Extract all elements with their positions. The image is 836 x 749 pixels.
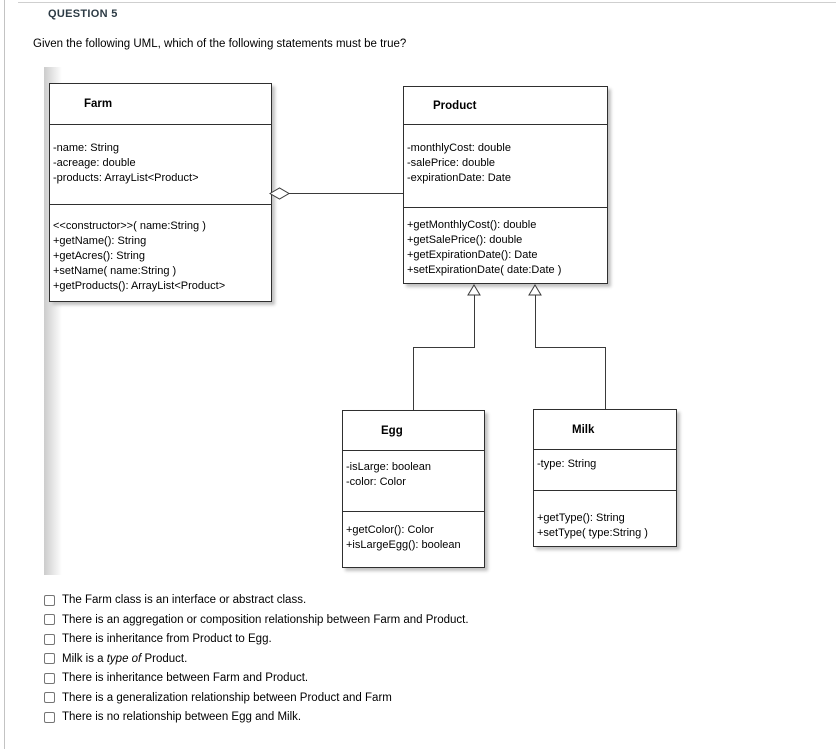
method-line: +getColor(): Color [346, 524, 434, 536]
option-label: There is no relationship between Egg and… [62, 711, 302, 723]
milk-attributes-section: -type: String [534, 449, 676, 490]
option-label-part: Product. [141, 652, 188, 665]
attribute-line: -monthlyCost: double [407, 142, 511, 154]
answer-option-5[interactable]: There is inheritance between Farm and Pr… [44, 672, 469, 684]
aggregation-line-farm-product [288, 193, 403, 194]
answer-option-2[interactable]: There is an aggregation or composition r… [44, 614, 469, 626]
method-line: +isLargeEgg(): boolean [346, 539, 461, 551]
aggregation-diamond-icon [269, 187, 290, 200]
attribute-line: -salePrice: double [407, 157, 496, 169]
option-label-italic: type of [106, 652, 142, 665]
answer-option-7[interactable]: There is no relationship between Egg and… [44, 711, 469, 723]
class-title-product: Product [433, 99, 477, 112]
inheritance-line-milk [535, 295, 536, 347]
answer-option-1[interactable]: The Farm class is an interface or abstra… [44, 594, 469, 606]
method-line: +getMonthlyCost(): double [407, 219, 537, 231]
option-checkbox[interactable] [44, 692, 55, 703]
option-label-part: Milk is a [62, 652, 107, 665]
inheritance-line-egg [413, 347, 414, 410]
method-line: +setExpirationDate( date:Date ) [407, 264, 562, 276]
option-label: There is a generalization relationship b… [62, 691, 392, 704]
method-line: +setName( name:String ) [53, 265, 177, 277]
method-line: +getProducts(): ArrayList<Product> [53, 280, 226, 292]
answer-option-6[interactable]: There is a generalization relationship b… [44, 692, 469, 704]
product-methods-section: +getMonthlyCost(): double +getSalePrice(… [404, 207, 607, 278]
option-label: The Farm class is an interface or abstra… [62, 594, 307, 606]
option-checkbox[interactable] [44, 672, 55, 684]
answer-option-3[interactable]: There is inheritance from Product to Egg… [44, 633, 469, 645]
method-line: +getSalePrice(): double [407, 234, 523, 246]
class-title-farm: Farm [84, 98, 113, 110]
method-line: <<constructor>>( name:String ) [53, 220, 206, 232]
attribute-line: -color: Color [346, 476, 406, 488]
option-checkbox[interactable] [44, 614, 55, 625]
egg-attributes-section: -isLarge: boolean -color: Color [343, 450, 484, 511]
egg-methods-section: +getColor(): Color +isLargeEgg(): boolea… [343, 511, 484, 553]
class-title-milk: Milk [572, 423, 595, 436]
uml-class-milk: Milk -type: String +getType(): String +s… [533, 409, 677, 547]
uml-class-egg: Egg -isLarge: boolean -color: Color +get… [342, 410, 485, 568]
attribute-line: -products: ArrayList<Product> [53, 172, 199, 184]
option-label: There is an aggregation or composition r… [62, 613, 469, 626]
attribute-line: -expirationDate: Date [407, 172, 511, 184]
class-title-egg: Egg [381, 424, 403, 437]
option-label: There is inheritance from Product to Egg… [62, 633, 272, 645]
panel-left-border [4, 0, 5, 749]
product-attributes-section: -monthlyCost: double -salePrice: double … [404, 124, 607, 207]
method-line: +getAcres(): String [53, 250, 146, 262]
option-checkbox[interactable] [44, 653, 55, 664]
option-checkbox[interactable] [44, 633, 55, 645]
attribute-line: -type: String [537, 458, 597, 470]
farm-methods-section: <<constructor>>( name:String ) +getName(… [50, 204, 271, 294]
inheritance-line-egg [474, 295, 475, 347]
option-label: Milk is a type of Product. [62, 653, 187, 665]
method-line: +getExpirationDate(): Date [407, 249, 538, 261]
method-line: +setType( type:String ) [537, 527, 648, 539]
panel-top-border [18, 2, 836, 3]
milk-methods-section: +getType(): String +setType( type:String… [534, 490, 676, 541]
attribute-line: -acreage: double [53, 157, 136, 169]
answer-option-4[interactable]: Milk is a type of Product. [44, 653, 469, 665]
attribute-line: -isLarge: boolean [346, 461, 432, 473]
uml-class-product: Product -monthlyCost: double -salePrice:… [403, 86, 608, 284]
method-line: +getType(): String [537, 512, 625, 524]
answer-options-list: The Farm class is an interface or abstra… [44, 594, 469, 731]
inheritance-line-milk [605, 347, 606, 409]
option-checkbox[interactable] [44, 594, 55, 606]
inheritance-line-egg [413, 347, 475, 348]
option-label: There is inheritance between Farm and Pr… [62, 672, 309, 684]
question-prompt: Given the following UML, which of the fo… [33, 38, 407, 50]
option-checkbox[interactable] [44, 711, 55, 723]
attribute-line: -name: String [53, 142, 120, 154]
inheritance-line-milk [535, 347, 606, 348]
question-header: QUESTION 5 [48, 8, 118, 20]
uml-class-farm: Farm -name: String -acreage: double -pro… [49, 83, 272, 302]
farm-attributes-section: -name: String -acreage: double -products… [50, 124, 271, 204]
method-line: +getName(): String [53, 235, 147, 247]
